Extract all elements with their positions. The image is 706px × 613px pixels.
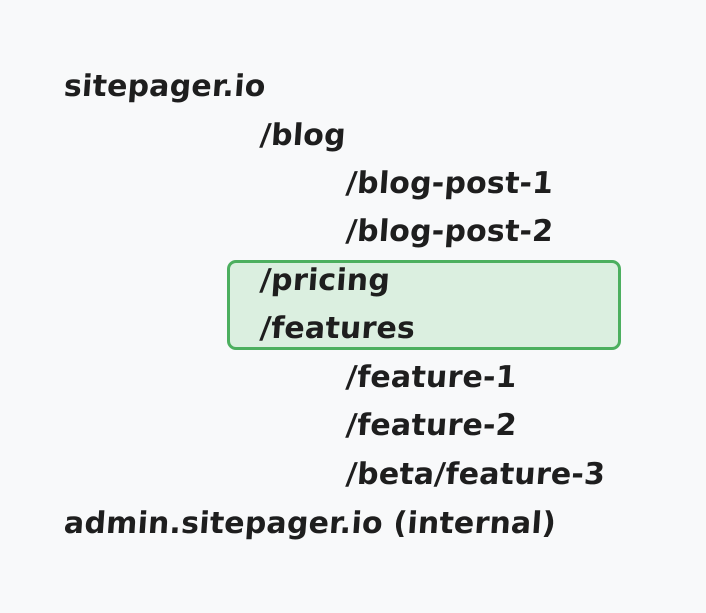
node-blog-post-1: /blog-post-1 [344, 166, 555, 201]
node-beta-feature-3: /beta/feature-3 [344, 457, 607, 492]
highlight-box [227, 260, 621, 350]
node-feature-2: /feature-2 [344, 408, 519, 443]
node-features: /features [258, 311, 417, 346]
node-admin-domain: admin.sitepager.io (internal) [62, 506, 558, 541]
node-root-domain: sitepager.io [62, 69, 267, 104]
node-blog: /blog [258, 118, 348, 153]
node-feature-1: /feature-1 [344, 360, 519, 395]
node-pricing: /pricing [258, 263, 392, 298]
node-blog-post-2: /blog-post-2 [344, 214, 555, 249]
